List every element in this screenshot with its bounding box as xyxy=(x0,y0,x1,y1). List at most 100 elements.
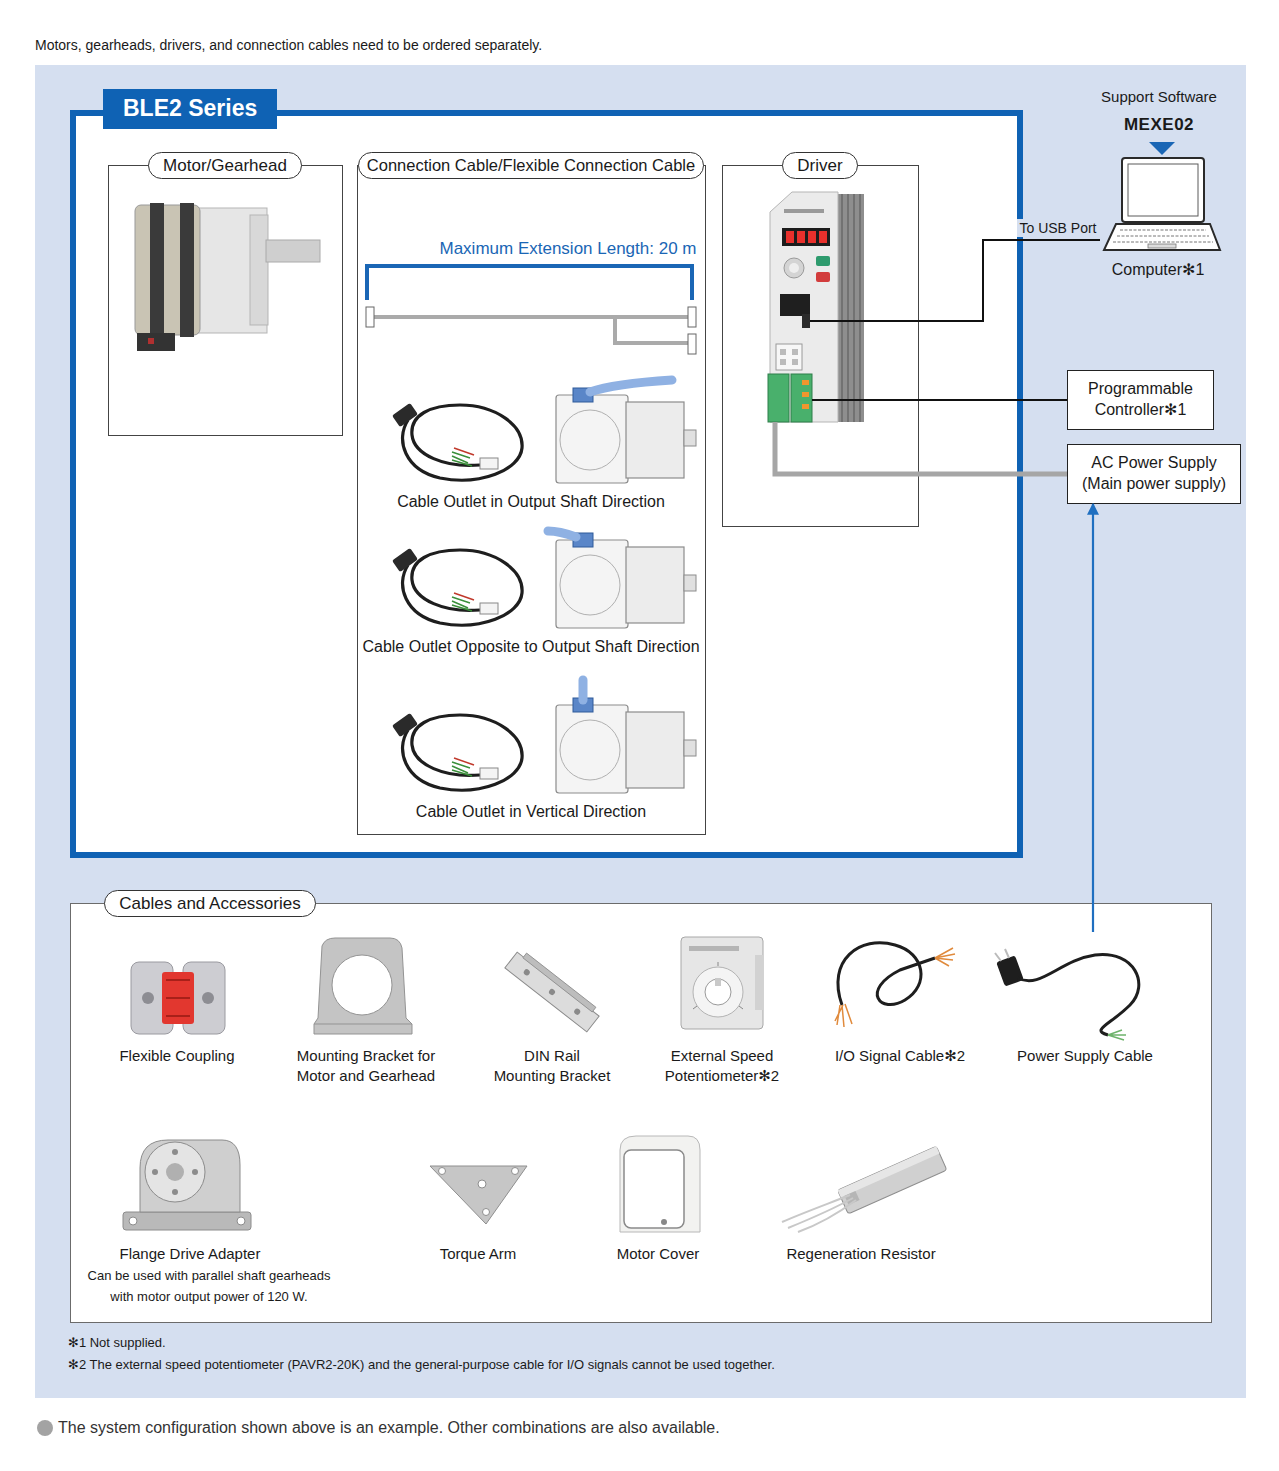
text-slot: ✻1 Not supplied. xyxy=(68,1335,166,1352)
label-text: Can be used with parallel shaft gearhead… xyxy=(78,1266,340,1308)
flexible-coupling xyxy=(142,992,154,1004)
din-rail-bracket xyxy=(548,988,556,996)
cable-schematic xyxy=(366,307,696,354)
panel-ground xyxy=(35,65,1246,1398)
label-text: I/O Signal Cable✻2 xyxy=(835,1046,965,1066)
box-title: BLE2 Series xyxy=(103,89,277,129)
driver-illustration xyxy=(768,192,919,474)
driver-illustration xyxy=(775,422,919,474)
regeneration-resistor xyxy=(838,1146,947,1214)
text-slot: Cable Outlet Opposite to Output Shaft Di… xyxy=(362,637,699,658)
mounting-bracket xyxy=(332,955,392,1015)
torque-arm xyxy=(439,1168,446,1175)
torque-arm xyxy=(478,1180,486,1188)
text-slot: Motors, gearheads, drivers, and connecti… xyxy=(35,36,542,54)
text-slot: Driver xyxy=(782,152,857,179)
label-text: External Speed Potentiometer✻2 xyxy=(640,1046,805,1085)
driver-illustration xyxy=(776,344,802,370)
extension-bracket xyxy=(367,266,692,300)
cable-outlet-opposite xyxy=(392,531,696,628)
cable-outlet-vertical xyxy=(392,680,696,793)
motor-gearhead-illustration xyxy=(150,203,164,337)
text-slot: Motor Cover xyxy=(617,1244,700,1264)
cable-outlet-opposite xyxy=(548,531,576,537)
flexible-coupling xyxy=(202,992,214,1004)
io-signal-cable xyxy=(838,943,935,1005)
driver-illustration xyxy=(768,374,789,422)
flange-drive-adapter xyxy=(140,1140,240,1212)
power-cord xyxy=(995,949,1009,961)
computer-illustration xyxy=(1148,244,1176,248)
cable-schematic xyxy=(366,307,374,327)
flange-drive-adapter xyxy=(172,1189,178,1195)
extension-bracket xyxy=(367,266,692,300)
text-slot: Torque Arm xyxy=(440,1244,517,1264)
driver-illustration xyxy=(780,294,810,316)
box-text: Maximum Extension Length: 20 m xyxy=(439,238,696,260)
label-text: Motor Cover xyxy=(617,1244,700,1264)
motor-gearhead-illustration xyxy=(250,215,268,325)
driver-illustration xyxy=(802,392,809,397)
motor-gearhead-illustration xyxy=(195,208,267,333)
torque-arm xyxy=(483,1209,490,1216)
box-text: Cable Outlet in Output Shaft Direction xyxy=(397,492,665,513)
io-signal-cable xyxy=(835,1004,852,1027)
text-slot: Connection Cable/Flexible Connection Cab… xyxy=(358,152,704,179)
regeneration-resistor xyxy=(838,1146,947,1214)
text-slot: Regeneration Resistor xyxy=(786,1244,935,1264)
driver-illustration xyxy=(786,231,794,243)
driver-illustration xyxy=(836,194,864,422)
flange-drive-adapter xyxy=(237,1217,245,1225)
text-slot: Mounting Bracket for Motor and Gearhead xyxy=(284,1046,449,1085)
flange-drive-adapter xyxy=(129,1217,137,1225)
flexible-coupling xyxy=(131,962,225,1034)
regeneration-resistor xyxy=(782,1146,947,1232)
label-text: ✻1 Not supplied. xyxy=(68,1335,166,1352)
motor-gearhead-illustration xyxy=(135,203,320,351)
driver-illustration xyxy=(812,399,919,401)
flange-drive-adapter xyxy=(123,1212,251,1230)
driver-illustration xyxy=(816,272,830,282)
mounting-bracket xyxy=(314,938,412,1034)
text-slot: Support Software xyxy=(1101,87,1217,107)
flange-drive-adapter xyxy=(192,1169,198,1175)
text-slot: Flexible Coupling xyxy=(119,1046,234,1066)
text-slot: Cables and Accessories xyxy=(104,890,315,917)
flexible-coupling xyxy=(166,980,190,1016)
motor-cover xyxy=(624,1150,684,1228)
cable-outlet-opposite xyxy=(556,533,696,628)
cable-schematic xyxy=(615,317,689,343)
connector-line xyxy=(919,240,1100,321)
text-slot: AC Power Supply (Main power supply) xyxy=(1076,453,1232,495)
power-cord xyxy=(1018,955,1139,1035)
din-rail-bracket xyxy=(523,968,531,976)
label-text: Torque Arm xyxy=(440,1244,517,1264)
power-supply-box: AC Power Supply (Main power supply) xyxy=(1067,444,1241,504)
flange-drive-adapter xyxy=(123,1140,251,1230)
mounting-bracket xyxy=(314,938,412,1034)
box-title: Support Software xyxy=(1101,87,1217,107)
driver-illustration xyxy=(780,359,786,365)
motor-cover xyxy=(661,1219,667,1225)
box-text: MEXE02 xyxy=(1124,114,1194,136)
box-text: Cable Outlet in Vertical Direction xyxy=(416,802,646,823)
box-title: Connection Cable/Flexible Connection Cab… xyxy=(358,152,704,179)
box-title: Cables and Accessories xyxy=(104,890,315,917)
speed-potentiometer xyxy=(693,962,743,1009)
cable-schematic xyxy=(688,307,696,327)
flange-drive-adapter xyxy=(172,1149,178,1155)
driver-illustration xyxy=(808,231,816,243)
flange-drive-adapter xyxy=(152,1169,158,1175)
driver-illustration xyxy=(810,320,919,322)
power-cord xyxy=(995,949,1139,1040)
speed-potentiometer xyxy=(755,955,763,1010)
text-slot: BLE2 Series xyxy=(103,89,277,129)
caption-text: The system configuration shown above is … xyxy=(58,1418,720,1439)
motor-gearhead-illustration xyxy=(266,240,320,262)
box-title: Power Supply Cable xyxy=(1017,1046,1153,1066)
motor-gearhead-illustration xyxy=(148,338,154,344)
cable-outlet-output-shaft xyxy=(392,380,696,483)
mounting-bracket xyxy=(314,1024,412,1025)
driver-illustration xyxy=(782,228,830,246)
